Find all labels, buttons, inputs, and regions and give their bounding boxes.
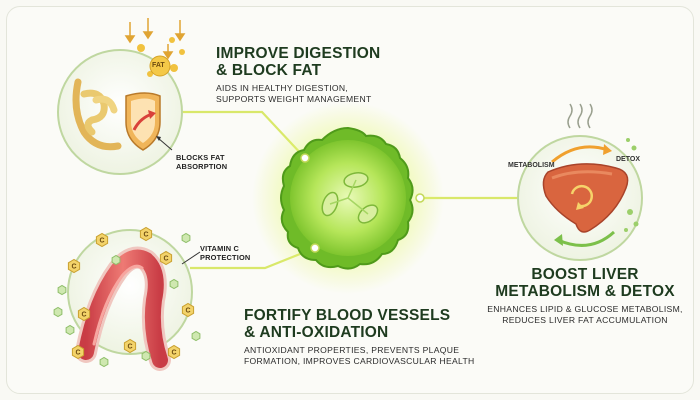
cucumber-slice-icon	[252, 102, 444, 294]
blood-callout-line1: VITAMIN C	[200, 244, 240, 253]
connector-node-bottom	[310, 243, 320, 253]
fat-droplets-icon	[137, 37, 185, 77]
liver-desc-line2: REDUCES LIVER FAT ACCUMULATION	[502, 315, 668, 325]
blood-title: FORTIFY BLOOD VESSELS & ANTI-OXIDATION	[244, 307, 450, 341]
digestion-title-line1: IMPROVE DIGESTION	[216, 45, 381, 62]
falling-arrows-icon	[124, 18, 186, 60]
detox-label: DETOX	[616, 156, 640, 163]
fat-label: FAT	[152, 62, 165, 69]
digestion-illustration	[57, 18, 186, 175]
digestion-desc-line1: AIDS IN HEALTHY DIGESTION,	[216, 83, 349, 93]
steam-icon	[567, 103, 593, 129]
blood-callout: VITAMIN C PROTECTION	[200, 244, 250, 262]
liver-title: BOOST LIVER METABOLISM & DETOX	[490, 266, 680, 300]
callout-arrow-blood	[181, 251, 201, 265]
liver-icon	[542, 163, 629, 233]
liver-title-line1: BOOST LIVER	[531, 266, 639, 283]
blood-desc-line2: FORMATION, IMPROVES CARDIOVASCULAR HEALT…	[244, 356, 475, 366]
blood-callout-line2: PROTECTION	[200, 253, 251, 262]
detox-droplets-icon	[624, 138, 639, 232]
intestine-icon	[72, 78, 122, 151]
blood-title-line1: FORTIFY BLOOD VESSELS	[244, 307, 451, 324]
digestion-description: AIDS IN HEALTHY DIGESTION, SUPPORTS WEIG…	[216, 83, 372, 105]
liver-illustration	[517, 103, 643, 261]
digestion-callout: BLOCKS FAT ABSORPTION	[176, 153, 227, 171]
cycle-arrows-icon	[570, 184, 593, 208]
metabolism-label: METABOLISM	[508, 162, 555, 169]
digestion-title-line2: & BLOCK FAT	[216, 62, 322, 79]
metabolism-arrow	[551, 145, 609, 164]
callout-arrow-digestion	[157, 137, 173, 151]
liver-desc-line1: ENHANCES LIPID & GLUCOSE METABOLISM,	[487, 304, 683, 314]
connector-node-right	[415, 193, 425, 203]
fat-bubble-icon	[149, 55, 171, 77]
blood-desc-line1: ANTIOXIDANT PROPERTIES, PREVENTS PLAQUE	[244, 345, 460, 355]
digestion-callout-line1: BLOCKS FAT	[176, 153, 225, 162]
blood-vessel-illustration	[67, 229, 201, 371]
digestion-desc-line2: SUPPORTS WEIGHT MANAGEMENT	[216, 94, 372, 104]
blood-title-line2: & ANTI-OXIDATION	[244, 324, 389, 341]
shield-inner	[131, 98, 155, 143]
liver-title-line2: METABOLISM & DETOX	[495, 283, 675, 300]
detox-arrow	[557, 230, 616, 247]
digestion-title: IMPROVE DIGESTION & BLOCK FAT	[216, 45, 380, 79]
connector-node-top	[300, 153, 310, 163]
digestion-callout-line2: ABSORPTION	[176, 162, 228, 171]
liver-description: ENHANCES LIPID & GLUCOSE METABOLISM, RED…	[482, 304, 688, 326]
blood-description: ANTIOXIDANT PROPERTIES, PREVENTS PLAQUE …	[244, 345, 475, 367]
